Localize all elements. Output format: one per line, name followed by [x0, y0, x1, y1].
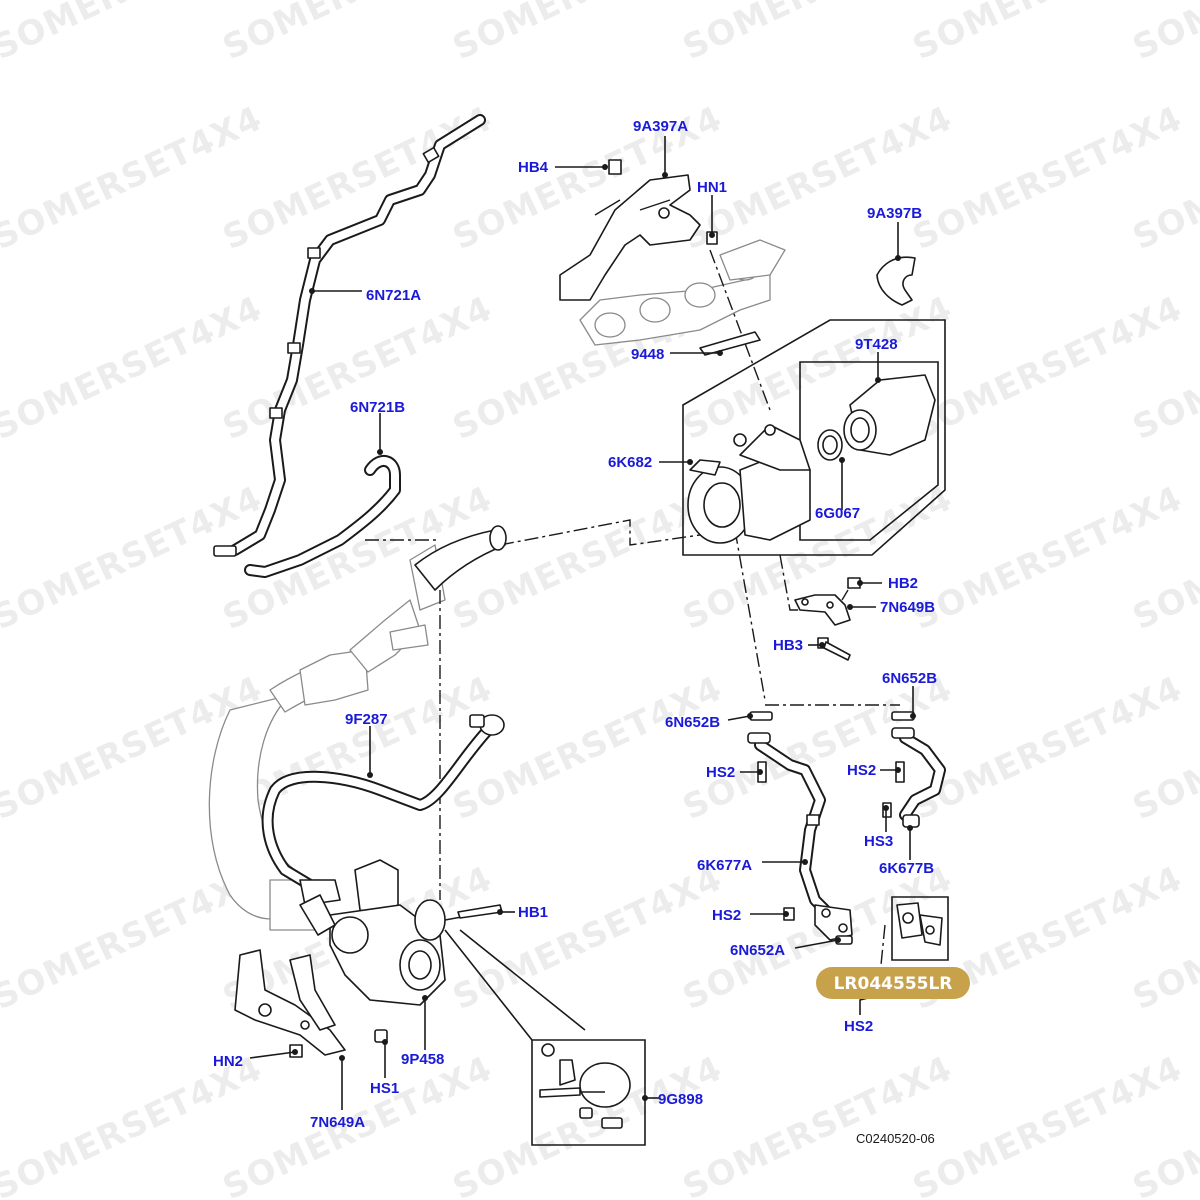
diagram-reference: C0240520-06	[856, 1131, 935, 1146]
watermark: SOMERSET4X4	[1127, 0, 1200, 68]
callout-hn1: HN1	[697, 179, 727, 196]
callout-hb4: HB4	[518, 159, 549, 176]
heat-shield-9a397a	[559, 159, 718, 301]
outlet-9t428	[843, 374, 936, 456]
callout-9f287: 9F287	[345, 711, 388, 728]
gasket-6n652b-left	[749, 711, 773, 721]
bolt-hb3	[817, 637, 851, 661]
callout-6n652b-left: 6N652B	[665, 714, 720, 731]
callout-hb3: HB3	[773, 637, 803, 654]
gasket-9448	[699, 331, 761, 356]
pipe-6n721a	[213, 114, 486, 557]
oil-pipe-6k677a	[747, 732, 853, 941]
callout-9a397a: 9A397A	[633, 118, 688, 135]
callout-6k677a: 6K677A	[697, 857, 752, 874]
callout-hs2-a: HS2	[706, 764, 735, 781]
callout-hs1: HS1	[370, 1080, 399, 1097]
callout-9a397b: 9A397B	[867, 205, 922, 222]
callout-9t428: 9T428	[855, 336, 898, 353]
gasket-kit-frame	[891, 896, 949, 961]
callout-6k682: 6K682	[608, 454, 652, 471]
bolt-hb2	[841, 577, 861, 601]
hose-6n721b	[244, 455, 401, 578]
callout-6n721a: 6N721A	[366, 287, 421, 304]
turbocharger-6k682	[687, 424, 811, 544]
callout-hs3: HS3	[864, 833, 893, 850]
bracket-7n649a	[234, 949, 346, 1056]
bracket-7n649b	[794, 594, 851, 626]
wastegate-actuator-detail	[444, 929, 646, 1146]
callout-7n649a: 7N649A	[310, 1114, 365, 1131]
callout-hs2-d: HS2	[844, 1018, 873, 1035]
callout-6k677b: 6K677B	[879, 860, 934, 877]
callout-6g067: 6G067	[815, 505, 860, 522]
leader-lines	[249, 136, 916, 1110]
shield-9a397b	[876, 256, 916, 306]
callout-9p458: 9P458	[401, 1051, 444, 1068]
downpipe	[414, 525, 507, 591]
part-number-badge[interactable]: LR044555LR	[816, 967, 970, 999]
callout-labels: 9A397A HB4 HN1 9A397B 6N721A 9448 9T428 …	[213, 118, 937, 1131]
callout-9g898: 9G898	[658, 1091, 703, 1108]
callout-6n721b: 6N721B	[350, 399, 405, 416]
pipe-9f287	[261, 714, 505, 891]
callout-hn2: HN2	[213, 1053, 243, 1070]
callout-hs2-c: HS2	[712, 907, 741, 924]
callout-6n652b-right: 6N652B	[882, 670, 937, 687]
callout-hs2-b: HS2	[847, 762, 876, 779]
callout-hb2: HB2	[888, 575, 918, 592]
part-number-badge-text: LR044555LR	[834, 974, 953, 994]
callout-7n649b: 7N649B	[880, 599, 935, 616]
bolt-hs1	[374, 1029, 388, 1043]
callout-9448: 9448	[631, 346, 664, 363]
gasket-6g067	[817, 429, 843, 461]
callout-6n652a: 6N652A	[730, 942, 785, 959]
callout-hb1: HB1	[518, 904, 548, 921]
